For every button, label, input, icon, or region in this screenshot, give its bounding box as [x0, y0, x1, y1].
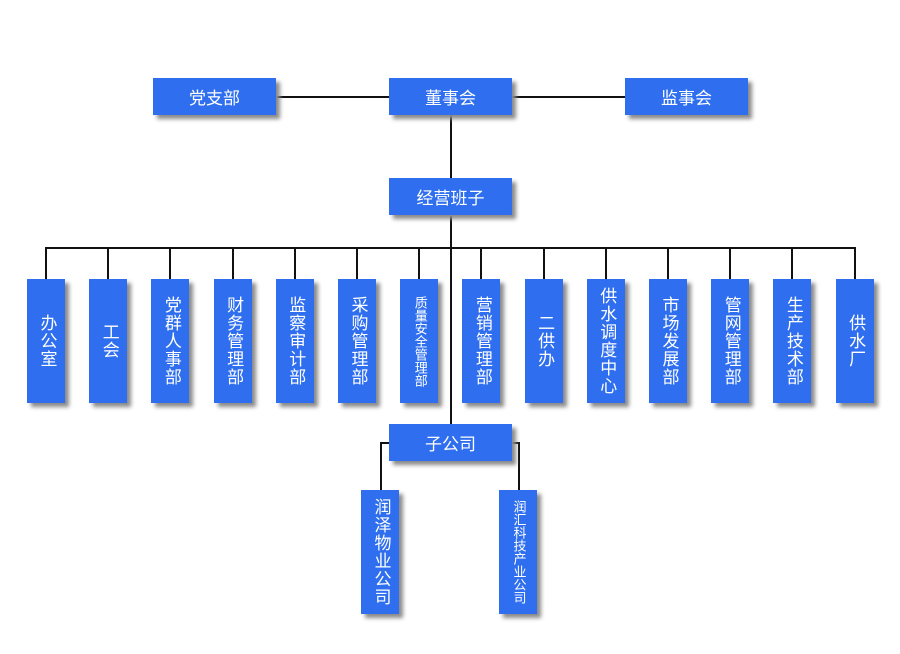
connector-department — [791, 247, 794, 279]
node-department: 工会 — [89, 279, 128, 403]
connector-department — [729, 247, 732, 279]
node-subsidiary-child: 润泽物业公司 — [361, 490, 399, 614]
node-party-branch: 党支部 — [153, 78, 276, 115]
connector-department — [667, 247, 669, 279]
node-label: 子公司 — [425, 435, 476, 455]
node-label: 采购管理部 — [347, 296, 368, 386]
connector-department — [107, 247, 110, 279]
node-label: 董事会 — [425, 89, 476, 109]
node-department: 供水调度中心 — [586, 279, 625, 403]
connector-department — [231, 247, 234, 279]
node-label: 经营班子 — [416, 189, 485, 209]
connector-sub1 — [380, 442, 382, 490]
node-label: 财务管理部 — [223, 296, 244, 386]
node-department: 监察审计部 — [275, 279, 314, 403]
connector-board-management — [450, 115, 452, 178]
node-department: 营销管理部 — [462, 279, 501, 403]
node-department: 采购管理部 — [338, 279, 376, 403]
connector-department — [45, 247, 47, 279]
connector-sub2 — [518, 442, 520, 490]
node-department: 二供办 — [524, 279, 563, 403]
connector-department — [542, 247, 545, 279]
node-department: 生产技术部 — [773, 279, 812, 403]
node-department: 管网管理部 — [711, 279, 750, 403]
node-label: 办公室 — [36, 314, 57, 368]
connector-department — [169, 247, 172, 279]
node-board: 董事会 — [389, 78, 512, 115]
node-label: 润汇科技产业公司 — [510, 500, 526, 604]
node-label: 二供办 — [534, 314, 555, 368]
node-label: 市场发展部 — [658, 296, 679, 386]
node-management: 经营班子 — [389, 178, 512, 215]
node-label: 供水调度中心 — [596, 287, 617, 395]
node-department: 市场发展部 — [649, 279, 687, 403]
connector-department — [480, 247, 483, 279]
node-label: 质量安全管理部 — [411, 295, 427, 387]
connector-department — [604, 247, 607, 279]
node-label: 供水厂 — [845, 314, 866, 368]
node-label: 监察审计部 — [285, 296, 306, 386]
node-label: 党支部 — [189, 89, 240, 109]
connector-department — [356, 247, 358, 279]
node-label: 生产技术部 — [782, 296, 803, 386]
node-label: 营销管理部 — [471, 296, 492, 386]
node-department: 财务管理部 — [213, 279, 252, 403]
connector-department — [853, 247, 856, 279]
node-label: 工会 — [98, 323, 119, 359]
node-subsidiary-child: 润汇科技产业公司 — [499, 490, 537, 614]
node-supervisors: 监事会 — [625, 78, 748, 115]
node-subsidiary: 子公司 — [389, 424, 512, 461]
node-department: 办公室 — [27, 279, 65, 403]
node-label: 管网管理部 — [720, 296, 741, 386]
connector-management-subsidiary — [450, 216, 452, 425]
connector-department — [418, 247, 421, 279]
node-department: 质量安全管理部 — [400, 279, 439, 403]
node-label: 党群人事部 — [160, 296, 181, 386]
connector-departments-bus — [45, 247, 856, 249]
connector-department — [293, 247, 296, 279]
node-department: 供水厂 — [835, 279, 874, 403]
node-label: 监事会 — [661, 89, 712, 109]
node-label: 润泽物业公司 — [370, 498, 391, 606]
node-department: 党群人事部 — [151, 279, 190, 403]
